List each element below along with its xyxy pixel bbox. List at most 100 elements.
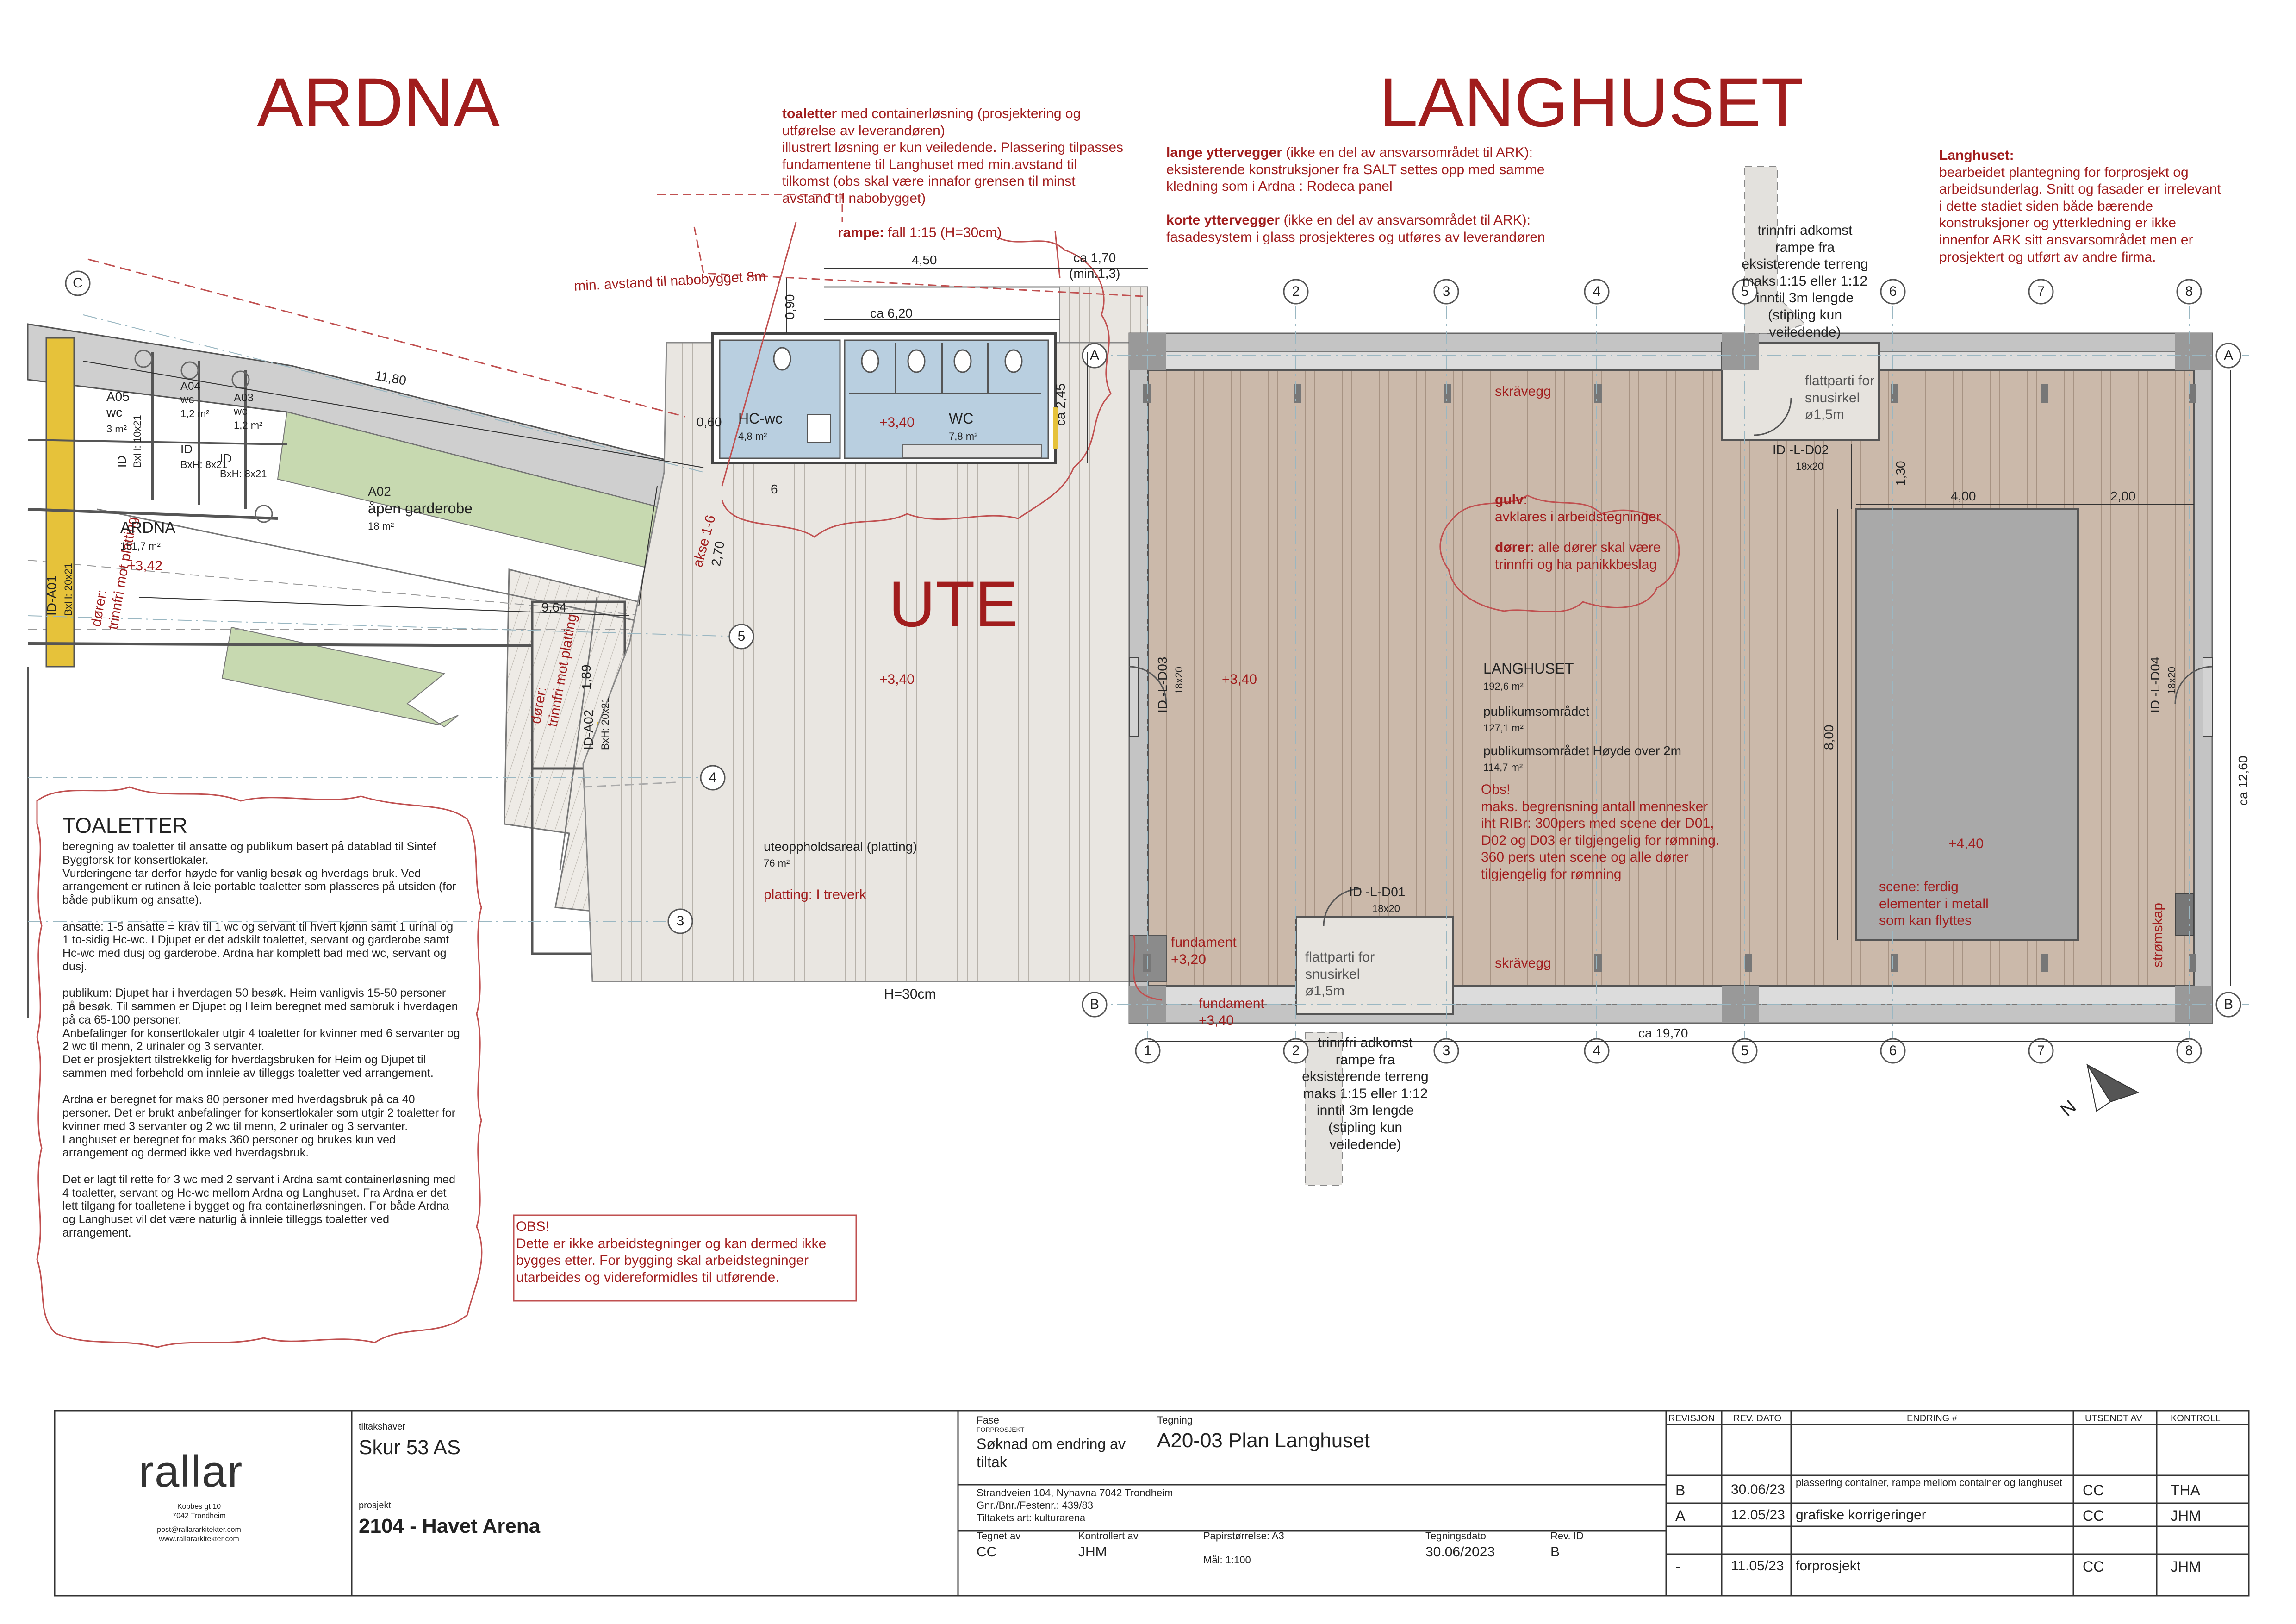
dim-620: ca 6,20 (870, 306, 913, 320)
tb-rev: B (1550, 1544, 1560, 1560)
room-ardna-area: 151,7 m² (120, 540, 161, 552)
dim-1970: ca 19,70 (1638, 1026, 1688, 1040)
axis-top-7: 7 (2037, 284, 2045, 299)
dim-130: 1,30 (1893, 461, 1908, 487)
room-a04-id: A04 (180, 380, 200, 393)
axis-bottom-8: 8 (2185, 1043, 2193, 1058)
tb-tegnet: CC (977, 1544, 997, 1560)
note-platting: platting: I treverk (764, 887, 866, 902)
room-a02-area: 18 m² (368, 520, 394, 532)
tb-dato: 30.06/2023 (1425, 1544, 1495, 1560)
logo-contact: post@rallarark​itekter.com www.rallarark… (157, 1526, 241, 1543)
room-hcwc-name: HC-wc (738, 410, 783, 427)
room-ardna-name: ARDNA (120, 519, 176, 537)
room-publikum-high-name: publikumsområdet Høyde over 2m (1483, 743, 1681, 758)
rev-row-0-rev: - (1675, 1558, 1680, 1575)
note-long-walls: lange yttervegger (ikke en del av ansvar… (1166, 144, 1583, 195)
note-short-walls-text: (ikke en del av ansvarsområdet til ARK):… (1166, 212, 1545, 245)
heading-toaletter: TOALETTER (62, 813, 188, 837)
dim-450: 4,50 (912, 253, 937, 267)
tb-kontrollert: JHM (1078, 1544, 1107, 1560)
rev-row-a-ctrl: JHM (2171, 1507, 2201, 1524)
room-a05-id: A05 (106, 389, 130, 404)
door-d02-id: ID -L-D02 (1773, 443, 1829, 457)
rev-row-a-sent: CC (2083, 1507, 2104, 1524)
axis-bottom-7: 7 (2037, 1043, 2045, 1058)
note-ramp-text: fall 1:15 (H=30cm) (884, 225, 1002, 240)
room-langhuset-area: 192,6 m² (1483, 681, 1524, 693)
label-h30: H=30cm (884, 987, 936, 1002)
room-a04-name: wc (180, 394, 194, 406)
label-stromskap: strømskap (2150, 902, 2165, 968)
room-publikum-high-area: 114,7 m² (1483, 762, 1523, 774)
note-langhuset: Langhuset:bearbeidet plantegning for for… (1939, 147, 2226, 266)
room-publikum-area: 127,1 m² (1483, 722, 1524, 734)
ardna-building (27, 323, 697, 1018)
door-swings (1129, 398, 2213, 926)
note-gulv-text: : avklares i arbeidstegninger (1495, 492, 1661, 525)
room-a04-area: 1,2 m² (180, 407, 210, 419)
rev-row-b-date: 30.06/23 (1731, 1482, 1785, 1497)
tb-fase: Søknad om endring av tiltak (977, 1436, 1126, 1471)
note-short-walls-bold: korte yttervegger (1166, 212, 1280, 228)
level-ute: +3,40 (879, 672, 915, 687)
axis-top-6: 6 (1889, 284, 1897, 299)
axis-bottom-6: 6 (1889, 1043, 1897, 1058)
tb-papir: Papirstørrelse: A3 (1203, 1530, 1284, 1542)
door-a02-id: ID-A02 (581, 709, 596, 750)
door-wc-a05-id: ID (115, 456, 129, 468)
room-a02-name: åpen garderobe (368, 500, 473, 517)
door-d04-size: 18x20 (2166, 667, 2178, 694)
note-container-text: med containerløsning (prosjektering og u… (782, 106, 1124, 206)
rev-row-b-change: plassering container, rampe mellom conta… (1796, 1477, 2062, 1488)
dim-189: 1,89 (579, 664, 593, 690)
room-a05-area: 3 m² (106, 423, 127, 435)
room-wc-name: WC (949, 410, 974, 427)
axis-bottom-4: 4 (1593, 1043, 1601, 1058)
tb-tegning: A20-03 Plan Langhuset (1157, 1429, 1370, 1452)
rev-row-0-sent: CC (2083, 1558, 2104, 1575)
rev-row-a-date: 12.05/23 (1731, 1507, 1785, 1523)
door-a01-id: ID-A01 (44, 575, 59, 616)
room-langhuset-name: LANGHUSET (1483, 660, 1574, 677)
door-wc-a05-size: BxH: 10x21 (131, 415, 143, 468)
room-wc-area: 7,8 m² (949, 431, 978, 443)
door-d03-size: 18x20 (1173, 667, 1185, 694)
door-wc-a03-size: BxH: 8x21 (220, 468, 267, 480)
ramp-bottom (1305, 1032, 1343, 1186)
tb-maal: Mål: 1:100 (1203, 1554, 1251, 1566)
tb-fase-label: Fase (977, 1414, 999, 1426)
tb-dato-label: Tegningsdato (1425, 1530, 1486, 1542)
tb-rev-label: Rev. ID (1550, 1530, 1584, 1542)
note-long-walls-bold: lange yttervegger (1166, 145, 1282, 160)
axis-top-5: 5 (1741, 284, 1749, 299)
axis-ardna-3: 3 (676, 913, 684, 929)
note-gulv: gulv: avklares i arbeidstegninger (1495, 492, 1689, 525)
door-d01-id: ID -L-D01 (1349, 885, 1406, 899)
label-flattparti-bottom: flattparti for snusirkel ø1,5m (1305, 949, 1375, 999)
toaletter-text: beregning av toaletter til ansatte og pu… (62, 840, 460, 1239)
door-wc-a04-size: BxH: 8x21 (180, 458, 228, 470)
dimension-lines (83, 268, 2231, 1042)
dim-1260: ca 12,60 (2236, 756, 2250, 806)
room-publikum-high: publikumsområdet Høyde over 2m 114,7 m² (1483, 743, 1681, 775)
rev-row-b-ctrl: THA (2171, 1482, 2200, 1499)
note-container-toilets: toaletter med containerløsning (prosjekt… (782, 106, 1125, 207)
room-ardna: ARDNA 151,7 m² (120, 518, 175, 554)
door-a01-size: BxH: 20x21 (62, 563, 75, 616)
label-skravegg-top: skrävegg (1495, 384, 1551, 399)
note-dorer-bold: dører (1495, 540, 1531, 555)
note-dorer: dører: alle dører skal være trinnfri og … (1495, 539, 1689, 573)
tb-tiltakshaver-label: tiltakshaver (359, 1422, 406, 1432)
door-d04-id: ID -L-D04 (2148, 656, 2162, 713)
logo-address: Kobbes gt 10 7042 Trondheim (172, 1503, 226, 1520)
door-d03-id: ID -L-D03 (1155, 656, 1170, 713)
dim-090: 0,90 (783, 294, 797, 320)
limit-lines (36, 194, 1680, 1348)
dim-6: 6 (771, 482, 778, 496)
